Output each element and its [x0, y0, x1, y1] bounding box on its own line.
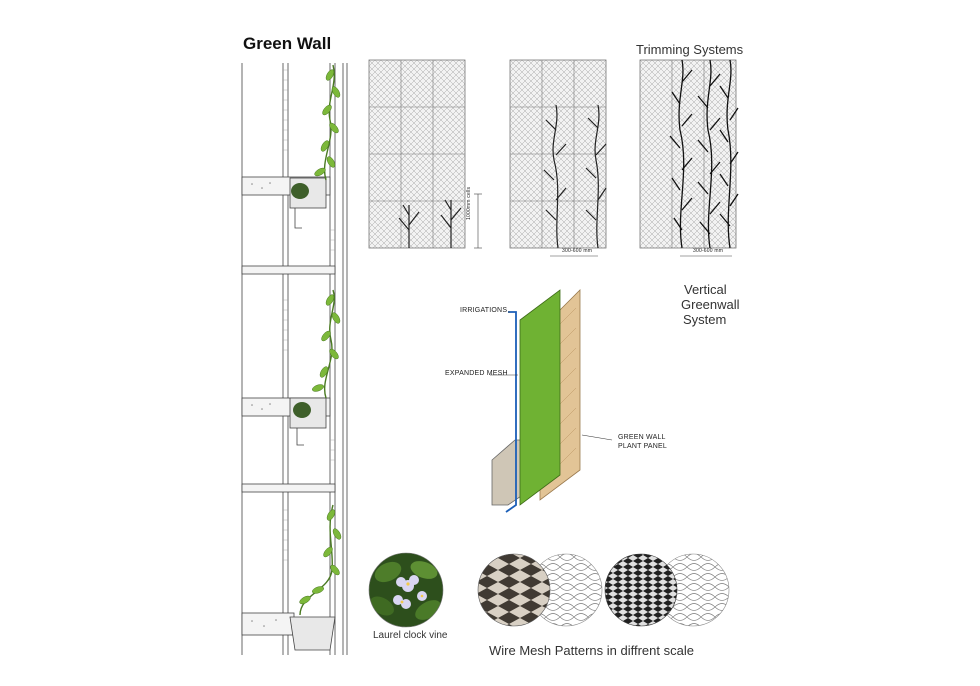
greenwall-exploded-diagram	[490, 289, 613, 513]
mesh-sample-fine	[604, 553, 730, 627]
vertical-heading-line-2: Greenwall	[681, 297, 740, 312]
vertical-heading-line-3: System	[683, 312, 727, 327]
irrigations-label: IRRIGATIONS	[460, 307, 508, 314]
vine-caption: Laurel clock vine	[373, 630, 448, 641]
dimension-width-label-2: 300-600 mm	[693, 248, 724, 254]
trim-panel-1	[368, 59, 466, 249]
trim-panel-3	[639, 59, 739, 257]
expanded-mesh-label: EXPANDED MESH	[445, 370, 508, 377]
mesh-sample-coarse	[477, 553, 603, 627]
page-title: Green Wall	[243, 34, 332, 53]
mesh-patterns-caption: Wire Mesh Patterns in diffrent scale	[489, 643, 694, 658]
plant-panel-label-2: PLANT PANEL	[618, 443, 668, 450]
trim-panel-2	[509, 59, 607, 257]
dimension-height	[474, 193, 482, 249]
dimension-height-label: 1000mm cells	[466, 186, 472, 220]
vertical-heading-line-1: Vertical	[684, 282, 727, 297]
plant-panel-label-1: GREEN WALL	[618, 434, 666, 441]
trimming-systems-heading: Trimming Systems	[636, 42, 744, 57]
laurel-clock-vine-photo	[368, 552, 444, 628]
dimension-width-label-1: 300-600 mm	[562, 248, 593, 254]
